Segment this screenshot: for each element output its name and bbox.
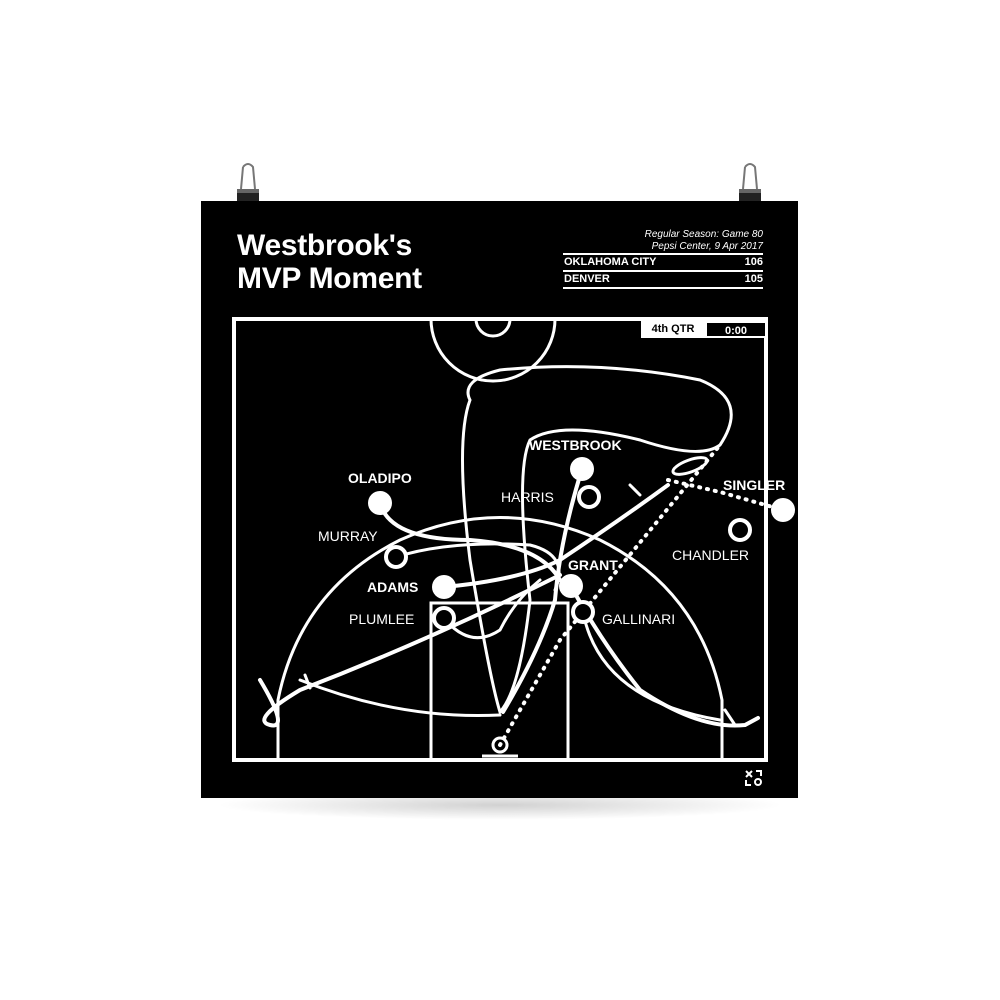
three-point-arc xyxy=(276,516,724,760)
court-boundary xyxy=(232,317,768,762)
defense-players xyxy=(384,485,752,630)
label-murray: MURRAY xyxy=(318,528,378,544)
label-oladipo: OLADIPO xyxy=(348,470,412,486)
player-westbrook xyxy=(570,457,594,481)
player-gallinari xyxy=(571,600,595,624)
player-murray xyxy=(384,545,408,569)
player-adams xyxy=(432,575,456,599)
label-gallinari: GALLINARI xyxy=(602,611,676,627)
player-grant xyxy=(559,574,583,598)
score-row: OKLAHOMA CITY 106 xyxy=(563,253,763,270)
title-line-1: Westbrook's xyxy=(237,229,412,262)
label-chandler: CHANDLER xyxy=(672,547,750,563)
quarter-label: 4th QTR xyxy=(641,321,705,338)
game-clock: 4th QTR 0:00 xyxy=(641,321,767,338)
team-score: 106 xyxy=(744,256,763,268)
player-singler xyxy=(771,498,795,522)
team-name: OKLAHOMA CITY xyxy=(564,256,657,268)
label-harris: HARRIS xyxy=(501,489,554,505)
score-row: DENVER 105 xyxy=(563,270,763,289)
court-diagram xyxy=(232,317,795,786)
movement-paths xyxy=(258,365,760,728)
brand-logo-icon xyxy=(745,770,762,786)
venue-date: Pepsi Center, 9 Apr 2017 xyxy=(651,241,763,252)
label-adams: ADAMS xyxy=(367,579,419,595)
pass-paths xyxy=(498,443,785,747)
label-plumlee: PLUMLEE xyxy=(349,611,415,627)
player-plumlee xyxy=(432,606,456,630)
player-harris xyxy=(577,485,601,509)
label-westbrook: WESTBROOK xyxy=(529,437,622,453)
label-singler: SINGLER xyxy=(723,477,786,493)
offense-players xyxy=(368,457,795,599)
team-score: 105 xyxy=(744,273,763,285)
poster-title: Westbrook's MVP Moment xyxy=(237,229,422,295)
player-chandler xyxy=(728,518,752,542)
title-line-2: MVP Moment xyxy=(237,262,422,295)
player-oladipo xyxy=(368,491,392,515)
poster: Westbrook's MVP Moment Regular Season: G… xyxy=(201,201,798,798)
basket-icon xyxy=(491,736,509,754)
label-grant: GRANT xyxy=(568,557,618,573)
team-name: DENVER xyxy=(564,273,610,285)
time-remaining: 0:00 xyxy=(705,321,767,338)
season-label: Regular Season: Game 80 xyxy=(644,229,763,240)
game-info: Regular Season: Game 80 Pepsi Center, 9 … xyxy=(563,229,763,289)
